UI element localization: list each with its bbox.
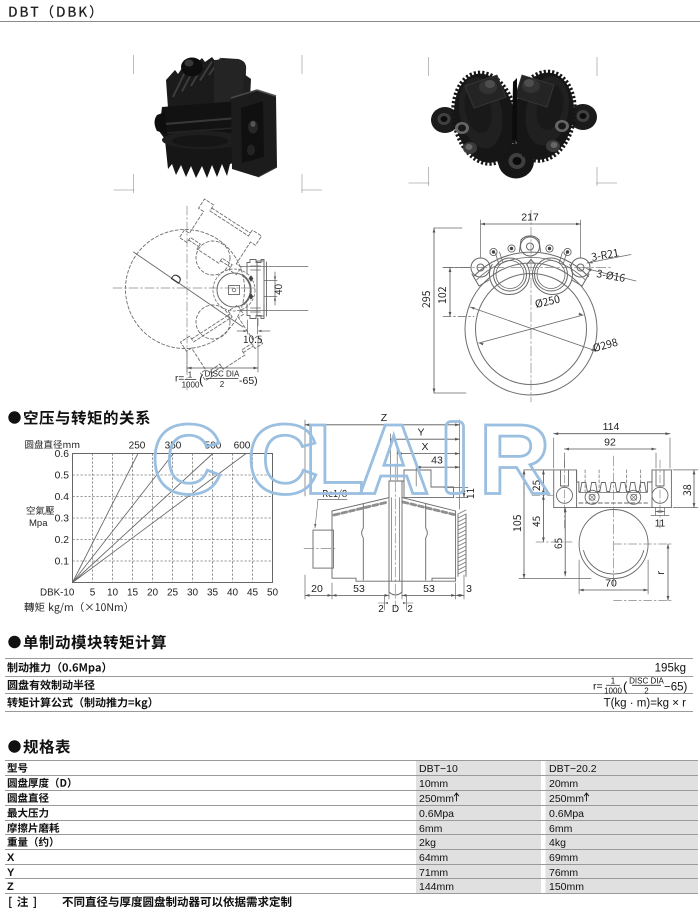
svg-text:Y: Y xyxy=(417,427,424,439)
svg-text:−65): −65) xyxy=(664,682,688,694)
svg-text:X: X xyxy=(7,852,15,864)
svg-text:0.2: 0.2 xyxy=(55,535,70,546)
svg-text:0.6: 0.6 xyxy=(55,449,70,460)
svg-text:0.5: 0.5 xyxy=(55,471,70,482)
svg-text:A: A xyxy=(358,404,430,515)
svg-text:Y: Y xyxy=(7,867,15,879)
svg-text:69mm: 69mm xyxy=(549,852,578,864)
svg-text:71mm: 71mm xyxy=(419,867,448,879)
svg-text:10: 10 xyxy=(107,588,119,599)
svg-text:DBK-10: DBK-10 xyxy=(40,588,75,599)
svg-text:DISC DIA: DISC DIA xyxy=(629,677,664,686)
svg-text:1000: 1000 xyxy=(604,687,622,696)
svg-text:20: 20 xyxy=(311,583,323,595)
svg-text:DBT−20.2: DBT−20.2 xyxy=(549,763,597,775)
svg-text:15: 15 xyxy=(127,588,139,599)
svg-text:5: 5 xyxy=(90,588,96,599)
svg-text:64mm: 64mm xyxy=(419,852,448,864)
svg-text:1: 1 xyxy=(188,371,193,380)
svg-text:20mm: 20mm xyxy=(549,778,578,790)
svg-text:144mm: 144mm xyxy=(419,881,454,893)
svg-text:Mpa: Mpa xyxy=(29,518,48,529)
svg-text:(: ( xyxy=(199,372,204,387)
svg-text:35: 35 xyxy=(207,588,219,599)
svg-text:D: D xyxy=(392,604,399,615)
svg-text:217: 217 xyxy=(521,212,539,224)
svg-text:500: 500 xyxy=(205,441,222,452)
svg-text:600: 600 xyxy=(234,441,251,452)
svg-text:250mm: 250mm xyxy=(549,793,584,805)
svg-text:92: 92 xyxy=(604,437,616,449)
svg-text:2: 2 xyxy=(644,687,649,696)
svg-text:0.6Mpa: 0.6Mpa xyxy=(549,808,584,820)
svg-text:195kg: 195kg xyxy=(655,663,686,675)
svg-text:(: ( xyxy=(623,679,628,694)
svg-text:L: L xyxy=(304,404,364,515)
svg-text:70: 70 xyxy=(605,578,617,590)
svg-text:C: C xyxy=(151,404,223,515)
svg-text:DBT−10: DBT−10 xyxy=(419,763,458,775)
svg-text:0.1: 0.1 xyxy=(55,557,70,568)
svg-text:53: 53 xyxy=(423,583,435,595)
svg-text:R: R xyxy=(479,404,551,515)
svg-text:X: X xyxy=(421,441,428,453)
svg-text:25: 25 xyxy=(167,588,179,599)
svg-text:6mm: 6mm xyxy=(419,823,443,835)
svg-text:150mm: 150mm xyxy=(549,881,584,893)
svg-text:350: 350 xyxy=(165,441,182,452)
svg-text:1: 1 xyxy=(611,677,616,686)
svg-text:30: 30 xyxy=(187,588,199,599)
svg-text:10mm: 10mm xyxy=(419,778,448,790)
svg-text:0.3: 0.3 xyxy=(55,514,70,525)
svg-text:11: 11 xyxy=(655,519,666,530)
svg-text:2: 2 xyxy=(407,604,413,615)
svg-text:DISC DIA: DISC DIA xyxy=(205,370,240,379)
svg-text:Z: Z xyxy=(7,881,14,893)
svg-text:250mm: 250mm xyxy=(419,793,454,805)
svg-text:r=: r= xyxy=(593,681,603,693)
svg-text:0.4: 0.4 xyxy=(55,492,70,503)
svg-text:2: 2 xyxy=(378,604,384,615)
svg-text:20: 20 xyxy=(147,588,159,599)
svg-text:-65): -65) xyxy=(239,375,258,387)
svg-text:Z: Z xyxy=(381,412,388,424)
svg-text:53: 53 xyxy=(353,583,365,595)
svg-text:250: 250 xyxy=(129,441,146,452)
svg-text:45: 45 xyxy=(247,588,259,599)
svg-text:2kg: 2kg xyxy=(419,837,436,849)
svg-text:50: 50 xyxy=(267,588,279,599)
svg-text:T(kg · m)=kg × r: T(kg · m)=kg × r xyxy=(604,698,687,710)
svg-text:40: 40 xyxy=(227,588,239,599)
svg-text:2: 2 xyxy=(220,380,225,389)
svg-text:C: C xyxy=(247,404,319,515)
svg-text:6mm: 6mm xyxy=(549,823,573,835)
svg-text:0.6Mpa: 0.6Mpa xyxy=(419,808,454,820)
svg-text:3: 3 xyxy=(466,583,472,595)
svg-text:r=: r= xyxy=(175,374,184,385)
svg-text:76mm: 76mm xyxy=(549,867,578,879)
svg-text:1000: 1000 xyxy=(182,381,200,390)
svg-text:4kg: 4kg xyxy=(549,837,566,849)
svg-text:114: 114 xyxy=(603,421,620,433)
svg-text:43: 43 xyxy=(431,455,443,467)
